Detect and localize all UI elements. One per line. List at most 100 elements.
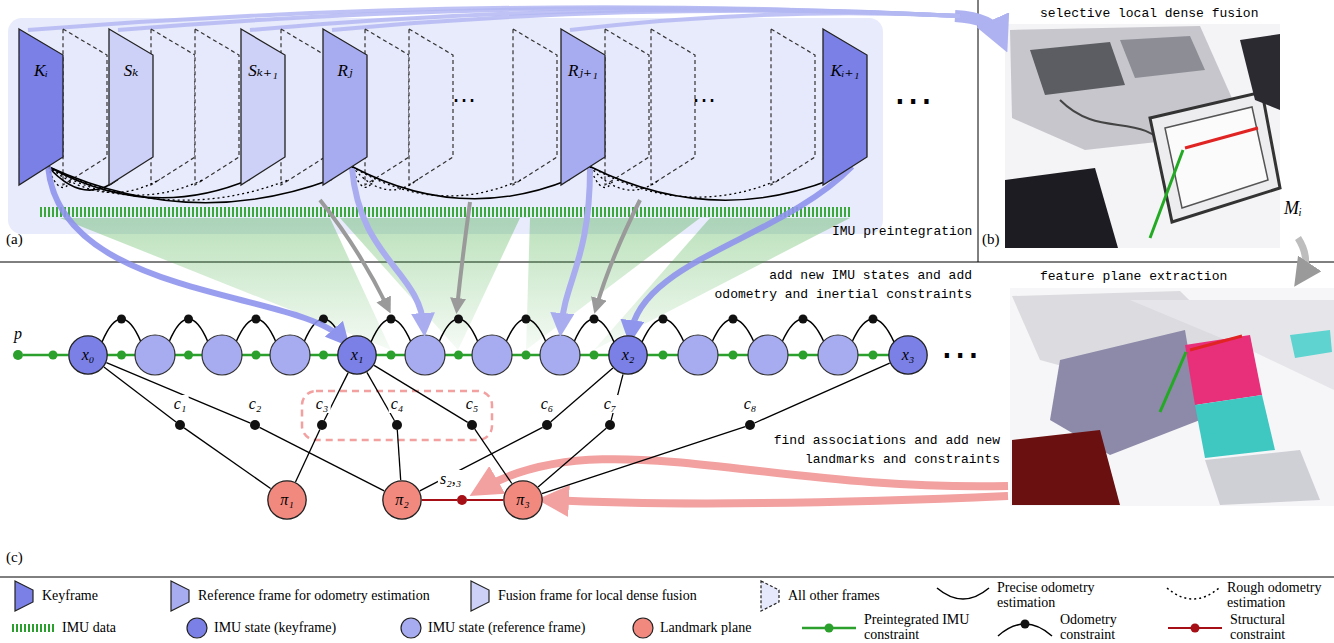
reference-state	[202, 335, 242, 375]
node-label: p	[12, 325, 24, 343]
odometry-factor	[869, 315, 878, 324]
imu-factor	[387, 351, 396, 360]
legend-sample	[10, 612, 56, 643]
frame-outline	[561, 29, 605, 185]
reference-state	[818, 335, 858, 375]
circle-outline	[383, 481, 421, 519]
image-ground	[1010, 288, 1334, 506]
node-shape	[108, 28, 154, 186]
imu-factor	[869, 351, 878, 360]
label-box: ⋯	[692, 86, 716, 115]
other-frame	[513, 29, 557, 185]
ellipsis: ⋯	[692, 86, 716, 114]
panel-label: (c)	[6, 549, 23, 565]
legend-text: Structural constraint	[1230, 613, 1325, 642]
legend-item: IMU state (keyframe)	[186, 612, 336, 643]
plane-dark-red	[1012, 430, 1120, 505]
dot-outline	[605, 420, 615, 430]
annotation: selective local dense fusion	[1040, 6, 1258, 21]
odometry-factor	[799, 315, 808, 324]
fusion-arc	[250, 10, 960, 30]
node-label: π₁	[280, 491, 294, 509]
reference-state	[405, 335, 445, 375]
frame-outline	[323, 29, 367, 185]
fusion-arrow	[955, 16, 1000, 36]
node-shape	[322, 28, 368, 186]
desk-object	[1030, 42, 1125, 95]
dot-outline	[745, 420, 755, 430]
plane-teal	[1290, 330, 1332, 358]
association-arrow	[549, 496, 1008, 503]
legend-sample	[1166, 612, 1224, 643]
plane-constraint: c₅	[467, 420, 477, 430]
odometry-factor	[184, 315, 193, 324]
node-shape	[250, 420, 260, 430]
legend-item: Rough odometry estimation	[1165, 580, 1327, 612]
node-label: Sₖ	[124, 62, 139, 80]
divider	[0, 577, 1334, 578]
legend-item: Keyframe	[14, 580, 98, 612]
dense-fusion-image	[1005, 24, 1280, 248]
fusion-arc	[570, 13, 960, 30]
node-shape	[457, 495, 467, 505]
plane-constraint: c₃	[317, 420, 327, 430]
legend-text: Reference frame for odometry estimation	[198, 589, 430, 604]
connector	[538, 428, 606, 487]
label-box: find associations and add new landmarks …	[770, 430, 1000, 467]
fusion-arc	[118, 8, 960, 30]
odometry-factor	[590, 315, 599, 324]
ellipsis: ⋯	[940, 331, 980, 377]
connector	[467, 499, 503, 501]
node-label: x₁	[351, 346, 364, 364]
panel-label: (a)	[6, 231, 23, 247]
label-box: IMU preintegration	[832, 221, 972, 240]
node-label: c₈	[742, 395, 759, 413]
label-box: feature plane extraction	[1040, 266, 1227, 285]
flow-arrow	[1298, 238, 1306, 278]
node-label: c₂	[247, 395, 264, 413]
legend-sample	[632, 612, 654, 643]
circle-outline	[504, 481, 542, 519]
label-box: Mᵢ	[1284, 198, 1302, 220]
connector	[104, 367, 176, 422]
other-frame	[651, 29, 695, 185]
legend-item: IMU state (reference frame)	[400, 612, 585, 643]
frame-sample	[761, 581, 779, 611]
annotation: feature plane extraction	[1040, 269, 1227, 284]
label-box: ⋯	[452, 86, 476, 115]
node-label: Rⱼ₊₁	[568, 62, 598, 80]
prior-factor: p	[13, 350, 23, 360]
node-shape	[822, 28, 868, 186]
node-label: c₇	[602, 395, 619, 413]
imu-factor	[454, 351, 463, 360]
legend-text: IMU data	[62, 621, 116, 636]
connector	[475, 429, 512, 483]
other-frame	[365, 29, 409, 185]
legend-text: Precise odometry estimation	[997, 581, 1117, 610]
legend-sample	[400, 612, 422, 643]
plane-teal	[1195, 395, 1275, 458]
legend-item: Structural constraint	[1166, 612, 1325, 643]
keyboard	[1005, 168, 1118, 248]
node-shape	[317, 420, 327, 430]
imu-factor	[252, 351, 261, 360]
frame-outline	[823, 29, 867, 185]
connector	[755, 363, 890, 423]
odometry-factor	[117, 315, 126, 324]
node-shape	[13, 350, 23, 360]
odometry-sample	[1167, 588, 1219, 599]
imu-state-keyframe: x₂	[608, 335, 648, 375]
legend-sample	[996, 612, 1054, 643]
panel-label: Mᵢ	[1284, 198, 1302, 218]
annotation: find associations and add new landmarks …	[774, 433, 1000, 467]
rough-odometry	[590, 167, 660, 191]
rough-odometry	[352, 167, 418, 190]
legend-item: Precise odometry estimation	[935, 580, 1117, 612]
label-box: add new IMU states and add odometry and …	[707, 265, 972, 302]
node-label: Rⱼ	[338, 62, 353, 80]
legend-text: Rough odometry estimation	[1227, 581, 1327, 610]
imu-factor	[117, 351, 126, 360]
legend-sample	[935, 580, 991, 612]
node-label: s₂,₃	[438, 470, 463, 488]
